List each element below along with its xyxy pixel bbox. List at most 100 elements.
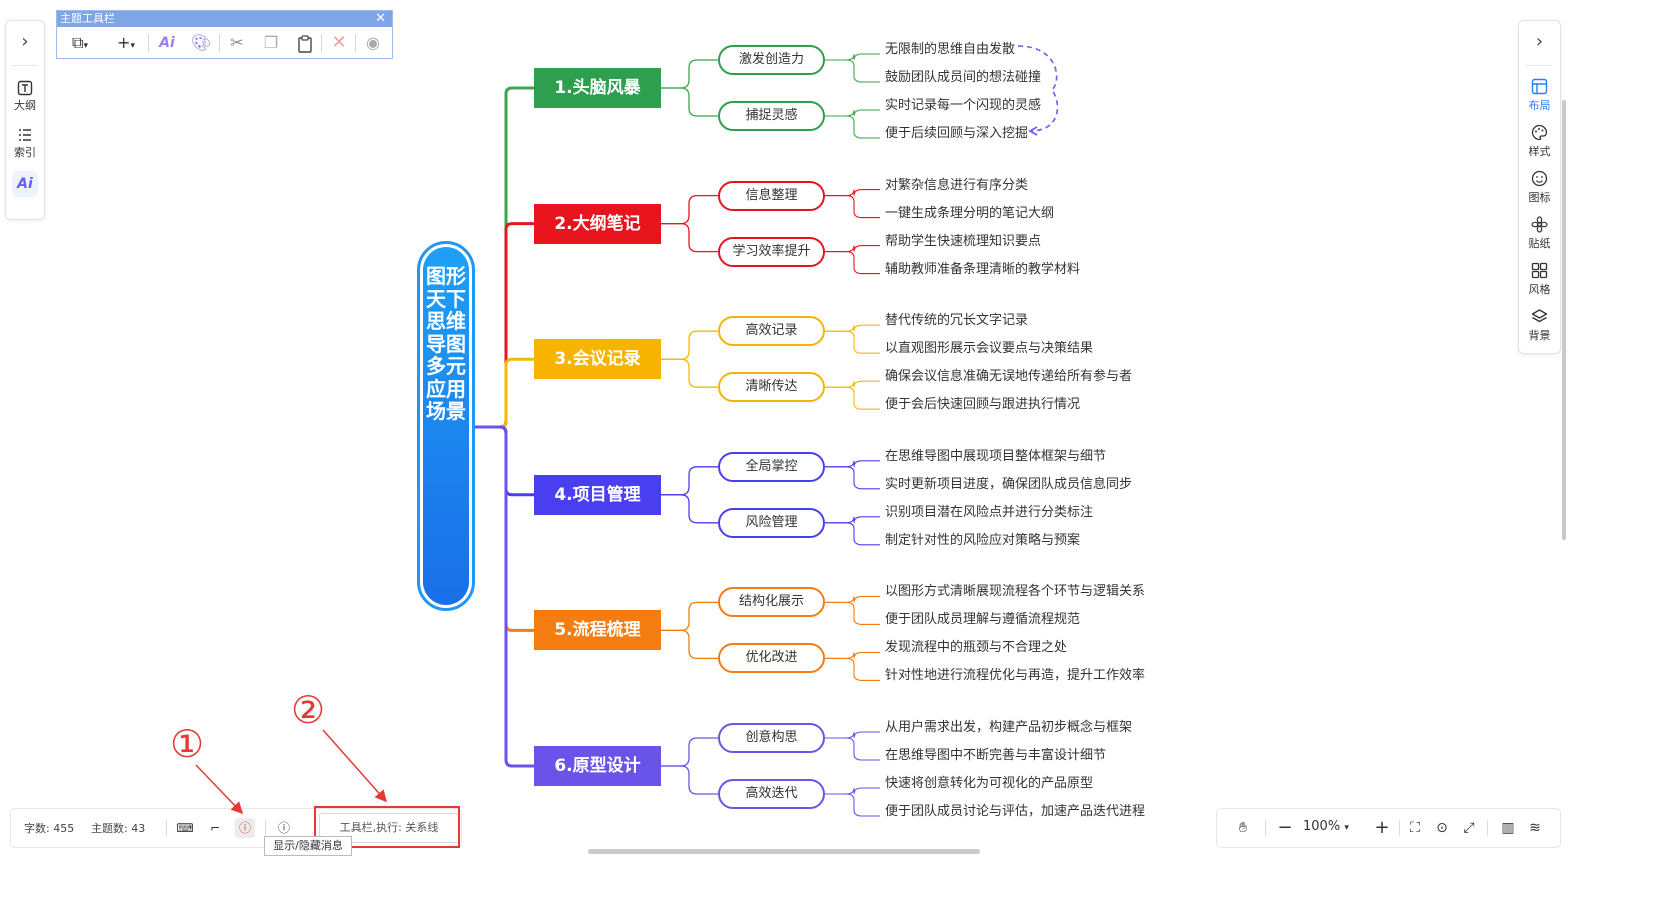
leaf-topic[interactable]: 便于后续回顾与深入挖掘 [885,126,1029,141]
insert-topic-dropdown[interactable]: ⧉▾ [72,33,88,52]
branch-topic[interactable]: 3.会议记录 [534,339,661,380]
layout-button[interactable]: 布局 [1519,75,1560,113]
plus-icon: + [117,33,131,52]
index-icon [6,124,44,144]
center-icon[interactable]: ⊙ [1436,820,1448,836]
help-icon[interactable]: ⓘ [277,821,290,835]
leaf-topic[interactable]: 确保会议信息准确无误地传递给所有参与者 [885,369,1133,385]
leaf-topic[interactable]: 对繁杂信息进行有序分类 [885,177,1029,193]
index-button[interactable]: 索引 [6,124,44,160]
subtopic[interactable]: 激发创造力 [718,45,825,75]
leaf-topic[interactable]: 一键生成条理分明的笔记大纲 [885,205,1055,221]
leaf-topic[interactable]: 针对性地进行流程优化与再造，提升工作效率 [885,668,1146,684]
leaf-topic[interactable]: 便于团队成员理解与遵循流程规范 [885,612,1081,628]
connector-line [825,53,880,61]
sticker-icon [1519,213,1560,235]
info-icon[interactable]: ⓘ [235,818,255,838]
leaf-topic[interactable]: 以图形方式清晰展现流程各个环节与逻辑关系 [885,584,1146,600]
leaf-topic[interactable]: 无限制的思维自由发散 [885,42,1016,57]
horizontal-scrollbar[interactable] [588,849,980,854]
branch-topic[interactable]: 6.原型设计 [534,746,661,786]
subtopic[interactable]: 风险管理 [718,507,825,538]
topic-toolbar: 主题工具栏 ✕ ⧉▾ +▾ Ai 🎨︎ ✂ ❐ ✕ ◉ [56,10,393,59]
subtopic[interactable]: 高效记录 [718,316,825,347]
connector-line [661,629,718,660]
keyboard-icon[interactable]: ⌨ [176,821,194,835]
style-button[interactable]: 样式 [1519,121,1560,159]
connector-line [825,330,880,354]
theme-style-label: 风格 [1528,283,1551,296]
leaf-topic[interactable]: 辅助教师准备条理清晰的教学材料 [885,261,1081,277]
connector-line [825,380,880,388]
ruler-icon[interactable]: ⌐ [209,821,221,835]
branch-topic[interactable]: 1.头脑风暴 [534,68,661,108]
connector-line [661,494,718,524]
leaf-topic[interactable]: 识别项目潜在风险点并进行分类标注 [885,504,1094,520]
leaf-topic[interactable]: 便于团队成员讨论与评估，加速产品迭代进程 [885,804,1146,819]
outline-button[interactable]: 大纲 [6,77,44,113]
topic-count: 主题数: 43 [91,822,146,835]
leaf-topic[interactable]: 帮助学生快速梳理知识要点 [885,233,1042,249]
map-icon[interactable]: ▥ [1501,820,1515,836]
sticker-button[interactable]: 贴纸 [1519,213,1560,251]
leaf-topic[interactable]: 发现流程中的瓶颈与不合理之处 [885,640,1068,656]
palette-icon[interactable]: 🎨︎ [190,33,212,52]
leaf-topic[interactable]: 以直观图形展示会议要点与决策结果 [885,341,1094,357]
subtopic[interactable]: 学习效率提升 [718,236,825,267]
connector-line [661,222,718,253]
leaf-topic[interactable]: 在思维导图中展现项目整体框架与细节 [885,448,1107,464]
connector-line [825,787,880,795]
background-button[interactable]: 背景 [1519,305,1560,343]
subtopic[interactable]: 清晰传达 [718,372,825,403]
leaf-topic[interactable]: 快速将创意转化为可视化的产品原型 [885,776,1094,791]
fit-screen-icon[interactable]: ⛶ [1410,820,1420,836]
copy-icon[interactable]: ❐ [263,33,279,52]
ai-icon[interactable]: Ai [159,35,175,51]
icon-button[interactable]: 图标 [1519,167,1560,205]
eye-icon[interactable]: ◉ [366,33,380,52]
zoom-out-icon[interactable]: − [1277,817,1293,838]
layers-icon[interactable]: ≋ [1529,820,1541,836]
subtopic[interactable]: 结构化展示 [718,587,825,618]
leaf-topic[interactable]: 在思维导图中不断完善与丰富设计细节 [885,748,1107,763]
subtopic[interactable]: 高效迭代 [718,779,825,809]
zoom-level-dropdown[interactable]: 100% ▾ [1303,819,1349,834]
theme-style-button[interactable]: 风格 [1519,259,1560,297]
connector-line [825,601,880,625]
ai-button[interactable]: Ai [12,171,38,197]
subtopic[interactable]: 创意构思 [718,723,825,753]
leaf-topic[interactable]: 实时记录每一个闪现的灵感 [885,98,1042,113]
relationship-arrow-icon [1028,126,1038,136]
add-dropdown[interactable]: +▾ [117,33,135,52]
expand-chevron-icon[interactable]: › [21,31,29,52]
connector-line [825,522,880,546]
connector-line [825,386,880,410]
leaf-topic[interactable]: 从用户需求出发，构建产品初步概念与框架 [885,720,1133,735]
paste-icon[interactable] [293,31,317,55]
zoom-in-icon[interactable]: + [1374,817,1390,838]
vertical-scrollbar[interactable] [1562,100,1566,540]
topic-toolbar-title-bar[interactable]: 主题工具栏 ✕ [57,11,392,27]
leaf-topic[interactable]: 便于会后快速回顾与跟进执行情况 [885,397,1081,413]
connector-line [661,59,718,89]
branch-topic[interactable]: 2.大纲笔记 [534,203,661,244]
style-grid-icon [1519,259,1560,281]
expand-chevron-icon[interactable]: › [1535,31,1544,52]
root-topic[interactable]: 图形天下思维导图多元应用场景 [417,241,475,611]
leaf-topic[interactable]: 实时更新项目进度，确保团队成员信息同步 [885,476,1133,492]
subtopic[interactable]: 捕捉灵感 [718,101,825,131]
subtopic[interactable]: 优化改进 [718,643,825,674]
branch-topic[interactable]: 4.项目管理 [534,474,661,515]
connector-line [825,115,880,139]
leaf-topic[interactable]: 替代传统的冗长文字记录 [885,313,1029,329]
subtopic[interactable]: 信息整理 [718,180,825,211]
hand-icon[interactable]: ✋︎ [1239,820,1247,836]
subtopic[interactable]: 全局掌控 [718,451,825,482]
branch-topic[interactable]: 5.流程梳理 [534,610,661,651]
leaf-topic[interactable]: 鼓励团队成员间的想法碰撞 [885,70,1042,85]
leaf-topic[interactable]: 制定针对性的风险应对策略与预案 [885,532,1081,548]
delete-icon[interactable]: ✕ [331,32,347,53]
fullscreen-icon[interactable]: ⤢ [1463,820,1475,836]
scissors-icon[interactable]: ✂ [230,33,244,52]
close-icon[interactable]: ✕ [375,11,386,26]
